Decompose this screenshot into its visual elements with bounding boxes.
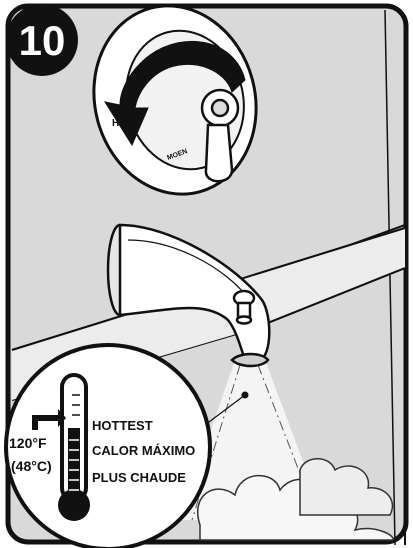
step-badge: 10 <box>6 4 78 76</box>
setpoint-fahrenheit: 120°F <box>9 435 47 451</box>
label-plus-chaude: PLUS CHAUDE <box>92 470 186 485</box>
step-number: 10 <box>19 17 66 64</box>
thermometer-inset: 120°F (48°C) HOTTEST CALOR MÁXIMO PLUS C… <box>6 345 210 548</box>
label-hottest: HOTTEST <box>92 418 153 433</box>
setpoint-celsius: (48°C) <box>11 458 52 474</box>
thermometer-icon <box>58 375 90 521</box>
label-calor-maximo: CALOR MÁXIMO <box>92 443 195 458</box>
